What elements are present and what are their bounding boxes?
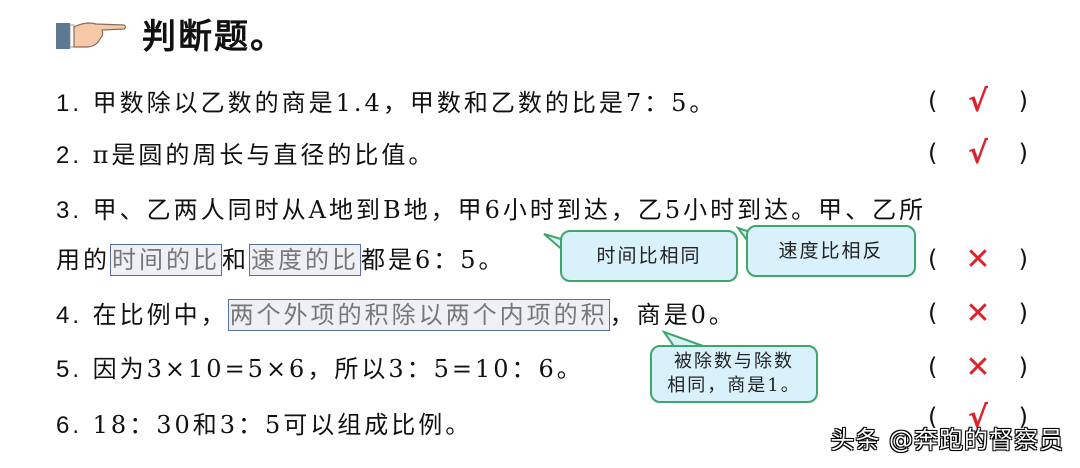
close-paren: ) xyxy=(1018,87,1028,115)
highlight-time-ratio: 时间的比 xyxy=(110,244,222,276)
question-5: 5. 因为3×10=5×6，所以3：5=10：6。 xyxy=(56,352,584,387)
question-text: 在比例中， xyxy=(92,301,228,329)
check-icon: √ xyxy=(967,83,988,119)
answer-4: ( ✕ ) xyxy=(928,295,1028,331)
open-paren: ( xyxy=(928,139,938,167)
open-paren: ( xyxy=(928,403,938,431)
callout-speed-ratio: 速度比相反 xyxy=(746,225,916,277)
question-text: 18：30和3：5可以组成比例。 xyxy=(92,411,473,439)
question-2: 2. π是圆的周长与直径的比值。 xyxy=(56,138,435,173)
open-paren: ( xyxy=(928,245,938,273)
cross-icon: ✕ xyxy=(965,241,991,277)
cross-icon: ✕ xyxy=(965,349,991,385)
highlight-speed-ratio: 速度的比 xyxy=(249,244,361,276)
question-text: 甲、乙两人同时从A地到B地，甲6小时到达，乙5小时到达。甲、乙所 xyxy=(92,196,927,224)
close-paren: ) xyxy=(1018,403,1028,431)
cross-icon: ✕ xyxy=(965,295,991,331)
answer-6: ( √ ) xyxy=(928,399,1028,435)
question-number: 1. xyxy=(56,90,83,117)
callout-quotient: 被除数与除数 相同，商是1。 xyxy=(650,345,818,403)
close-paren: ) xyxy=(1018,299,1028,327)
question-number: 5. xyxy=(56,356,83,383)
question-text: 和 xyxy=(222,246,249,274)
question-text: 用的 xyxy=(56,246,110,274)
answer-5: ( ✕ ) xyxy=(928,349,1028,385)
pointing-hand-icon xyxy=(56,22,127,49)
question-number: 2. xyxy=(56,142,83,169)
highlight-product-quotient: 两个外项的积除以两个内项的积 xyxy=(227,299,610,331)
page-title: 判断题。 xyxy=(142,16,286,57)
check-icon: √ xyxy=(967,399,988,435)
open-paren: ( xyxy=(928,87,938,115)
open-paren: ( xyxy=(928,353,938,381)
check-icon: √ xyxy=(967,135,988,171)
close-paren: ) xyxy=(1018,245,1028,273)
question-text: ，商是0。 xyxy=(609,301,736,329)
question-text: 因为3×10=5×6，所以3：5=10：6。 xyxy=(92,355,584,383)
question-text: π是圆的周长与直径的比值。 xyxy=(92,141,436,169)
callout-line: 相同，商是1。 xyxy=(667,375,801,396)
answer-2: ( √ ) xyxy=(928,135,1028,171)
question-number: 6. xyxy=(56,412,83,439)
watermark: 头条 @奔跑的督察员 xyxy=(830,426,1064,454)
close-paren: ) xyxy=(1018,139,1028,167)
open-paren: ( xyxy=(928,299,938,327)
question-1: 1. 甲数除以乙数的商是1.4，甲数和乙数的比是7：5。 xyxy=(56,86,716,121)
answer-3: ( ✕ ) xyxy=(928,241,1028,277)
question-4: 4. 在比例中，两个外项的积除以两个内项的积，商是0。 xyxy=(56,298,736,333)
question-number: 3. xyxy=(56,197,83,224)
answer-1: ( √ ) xyxy=(928,83,1028,119)
callout-line: 被除数与除数 xyxy=(674,351,794,372)
question-3-line-1: 3. 甲、乙两人同时从A地到B地，甲6小时到达，乙5小时到达。甲、乙所 xyxy=(56,193,926,228)
question-number: 4. xyxy=(56,302,83,329)
close-paren: ) xyxy=(1018,353,1028,381)
question-3-line-2: 用的时间的比和速度的比都是6：5。 xyxy=(56,243,506,277)
question-text: 甲数除以乙数的商是1.4，甲数和乙数的比是7：5。 xyxy=(92,89,717,117)
callout-time-ratio: 时间比相同 xyxy=(560,230,738,282)
question-text: 都是6：5。 xyxy=(361,246,506,274)
section-header: 判断题。 xyxy=(56,8,286,58)
question-6: 6. 18：30和3：5可以组成比例。 xyxy=(56,408,472,443)
